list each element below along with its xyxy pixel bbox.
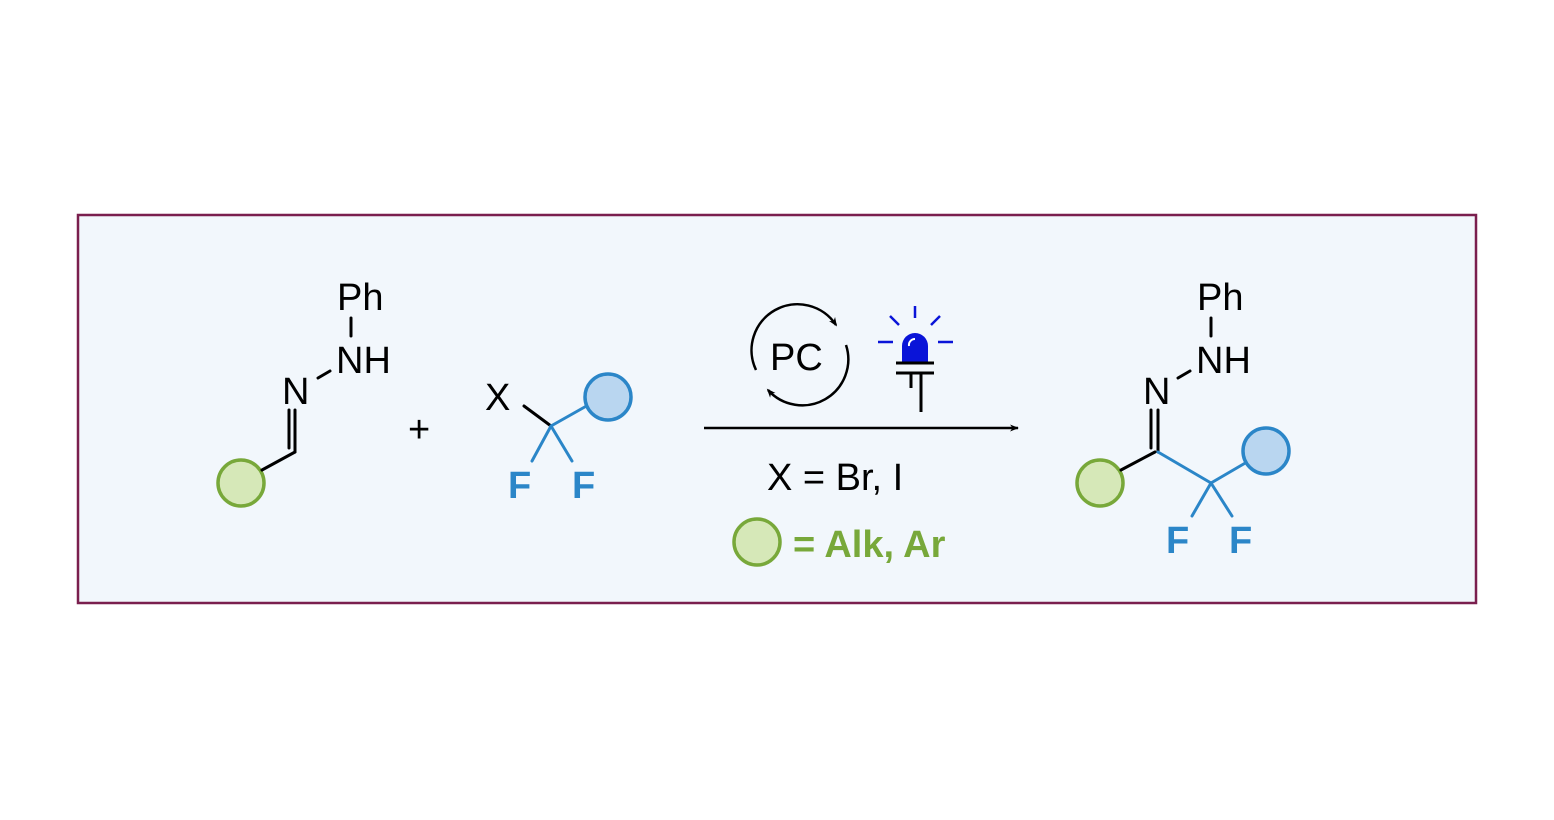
reactant-hydrazone: N NH Ph: [216, 277, 391, 508]
product-atom-nh: NH: [1196, 340, 1251, 382]
atom-f1: F: [508, 465, 531, 507]
product-bond-cf2-r: [1209, 460, 1249, 485]
legend-green-circle: [732, 517, 782, 567]
atom-nh: NH: [336, 340, 391, 382]
product-blue-circle: [1241, 426, 1291, 476]
atom-n: N: [282, 371, 309, 413]
blue-substituent-circle: [583, 372, 633, 422]
bond-n-nh: [316, 369, 332, 380]
product-bond-c-f2: [1209, 481, 1234, 518]
atom-ph: Ph: [337, 277, 383, 319]
led-bulb: [902, 333, 928, 362]
green-substituent-circle: [216, 458, 266, 508]
product-atom-n: N: [1143, 371, 1170, 413]
bond-x-c: [522, 404, 553, 428]
bond-c-r: [549, 402, 592, 428]
legend-text: = Alk, Ar: [793, 524, 946, 566]
blue-led-light-icon: [878, 306, 953, 412]
led-bulb-highlight: [907, 337, 916, 347]
product-hydrazone: N NH Ph F F: [1075, 277, 1291, 562]
substituent-legend: = Alk, Ar: [732, 517, 946, 567]
atom-f2: F: [572, 465, 595, 507]
photocatalyst-cycle: PC: [750, 302, 850, 407]
product-atom-f2: F: [1229, 520, 1252, 562]
cycle-arrow-bottom: [766, 344, 850, 407]
product-green-circle: [1075, 458, 1125, 508]
product-atom-f1: F: [1166, 520, 1189, 562]
product-atom-ph: Ph: [1197, 277, 1243, 319]
led-ray-upper-right: [930, 315, 941, 326]
bond-c-f2: [549, 424, 574, 463]
condition-x-definition: X = Br, I: [767, 457, 903, 499]
atom-x: X: [485, 377, 510, 419]
plus-sign: +: [408, 409, 430, 451]
led-ray-upper-left: [889, 315, 900, 326]
reactant-difluoro-halide: X F F: [485, 372, 633, 507]
product-bond-c-cf2: [1156, 450, 1213, 485]
product-bond-c-f1: [1190, 481, 1213, 518]
catalyst-label: PC: [770, 337, 823, 379]
bond-c-f1: [530, 424, 553, 463]
product-bond-r-c: [1119, 450, 1157, 472]
product-bond-n-nh: [1176, 369, 1192, 380]
cycle-arrow-top: [750, 302, 838, 371]
bond-r-c: [260, 450, 297, 472]
